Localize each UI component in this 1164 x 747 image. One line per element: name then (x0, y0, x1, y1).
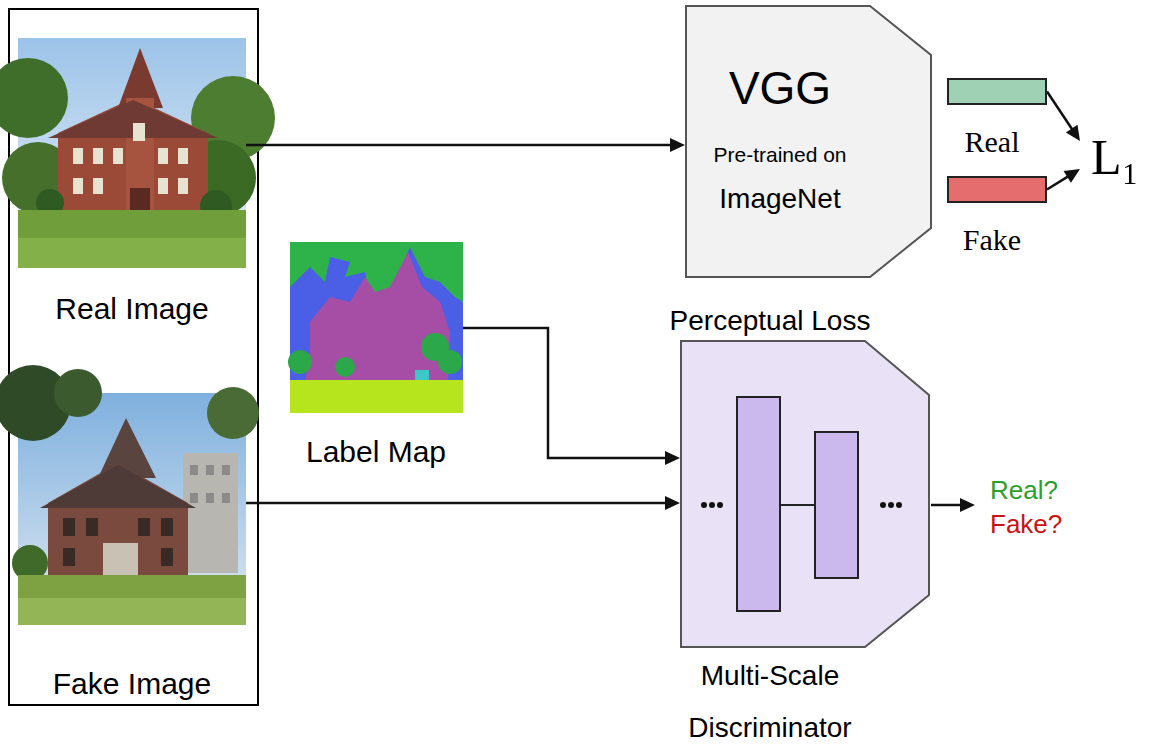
layer-block (815, 432, 858, 578)
label-map (288, 242, 463, 413)
connector-line (1047, 176, 1069, 190)
feature-bar: Fake (947, 176, 1047, 203)
output-fake: Fake? (990, 508, 1062, 541)
connector-line (931, 504, 962, 507)
fake-photo (0, 365, 259, 625)
ellipsis-dot (896, 502, 902, 508)
image-caption: Fake Image (53, 665, 211, 703)
feature-bar: Real (947, 78, 1047, 105)
output-real: Real? (990, 474, 1058, 507)
vgg-network: VGGPre-trained onImageNetPerceptual Loss (685, 5, 932, 278)
ellipsis-dot (717, 502, 723, 508)
arrow-head (1066, 125, 1080, 141)
layer-block (737, 397, 780, 611)
connector-line (246, 144, 672, 147)
network-note: Pre-trained on (713, 142, 846, 168)
connector-arrow (1047, 169, 1080, 190)
arrow-head (665, 451, 680, 465)
trapezoid (681, 341, 929, 647)
feature-label: Real (965, 123, 1020, 161)
network-name: VGG (729, 59, 831, 117)
network-note: ImageNet (719, 181, 840, 216)
connector-arrow (246, 496, 680, 510)
connector-line (463, 328, 667, 458)
network-outline (685, 5, 932, 278)
loss-term: L₁ (1080, 120, 1150, 190)
output-label: Real?Fake? (975, 470, 1095, 540)
connector-arrow (246, 138, 685, 152)
ellipsis-dot (888, 502, 894, 508)
image-panel: Real Image (18, 38, 246, 268)
connector-line (1047, 92, 1073, 131)
feature-label: Fake (963, 221, 1021, 259)
ellipsis-dot (701, 502, 707, 508)
label-map-panel: Label Map (290, 242, 463, 413)
trapezoid (686, 6, 931, 277)
loss-caption: Perceptual Loss (670, 303, 871, 338)
network-caption: Multi-Scale Discriminator (665, 650, 875, 747)
image-caption: Real Image (55, 290, 208, 328)
ellipsis-dot (880, 502, 886, 508)
arrow-head (670, 138, 685, 152)
arrow-head (1064, 169, 1080, 183)
layer-link (780, 504, 815, 506)
loss-symbol: L₁ (1091, 126, 1139, 189)
connector-arrow (463, 328, 680, 465)
image-panel: Fake Image (18, 393, 246, 625)
connector-arrow (1047, 92, 1080, 142)
connector-arrow (931, 498, 975, 512)
arrow-head (665, 496, 680, 510)
real-photo (0, 38, 275, 268)
discriminator-network: Multi-Scale Discriminator (680, 340, 931, 648)
ellipsis-dot (709, 502, 715, 508)
connector-line (246, 502, 667, 505)
image-caption: Label Map (306, 433, 446, 471)
network-outline (680, 340, 931, 648)
arrow-head (960, 498, 975, 512)
